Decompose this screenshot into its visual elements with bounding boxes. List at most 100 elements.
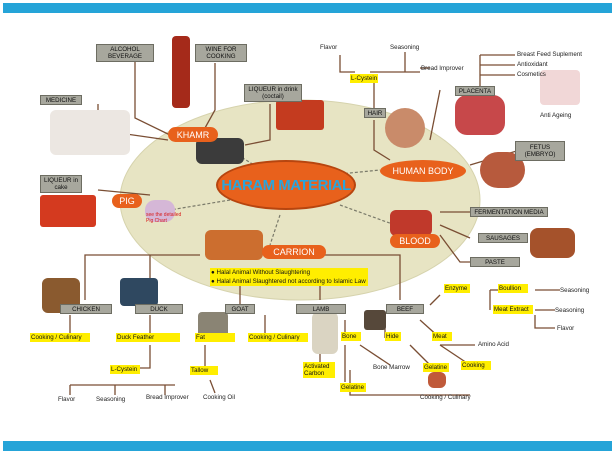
chicken-box: CHICKEN (60, 304, 112, 314)
lamb-gelatine: Gelatine (340, 383, 366, 392)
chain-pig (169, 199, 231, 211)
img-liqueur-cake (40, 195, 96, 227)
goat-cooking: Cooking / Culinary (248, 333, 308, 342)
beef-box: BEEF (386, 304, 424, 314)
center-title: HARAM MATERIAL (221, 176, 351, 194)
line-liqueur (244, 104, 271, 146)
goat-fat: Fat (195, 333, 235, 342)
line-flavor2 (534, 315, 555, 329)
bottom-frame-bar (3, 441, 612, 451)
hair-box: HAIR (364, 108, 386, 118)
carrion-node: CARRION (262, 245, 326, 259)
line-cooking-culinary (349, 370, 470, 396)
beef-enzyme: Enzyme (444, 284, 470, 293)
placenta-box: PLACENTA (455, 86, 495, 96)
beef-seasoning-1: Seasoning (560, 287, 590, 294)
blood-label: BLOOD (399, 236, 431, 246)
lamb-bone: Bone (341, 332, 361, 341)
img-duck (120, 278, 158, 306)
blood-node: BLOOD (390, 234, 440, 248)
line-flavor (339, 55, 355, 73)
line-carrion-right (300, 254, 401, 300)
line-paste (439, 234, 470, 263)
img-placenta-pic (455, 95, 505, 135)
img-blood (390, 210, 432, 236)
beef-amino-acid: Amino Acid (478, 341, 509, 348)
img-pig (145, 200, 175, 222)
duck-box: DUCK (135, 304, 183, 314)
beef-hide: Hide (385, 332, 401, 341)
human-body-label: HUMAN BODY (392, 166, 454, 176)
lamb-box: LAMB (296, 304, 346, 314)
carrion-note-2: ● Halal Animal Slaughtered not according… (210, 277, 368, 286)
img-beef (364, 310, 386, 330)
lamb-bone-marrow: Bone Marrow (373, 364, 410, 371)
img-hair (385, 108, 425, 148)
chain-human (329, 169, 381, 176)
medicine-box: MEDICINE (40, 95, 82, 105)
beef-flavor: Flavor (557, 325, 575, 332)
sausages-box: SAUSAGES (478, 233, 528, 243)
img-khamr-center (196, 138, 244, 164)
img-lamb (312, 312, 338, 354)
pig-chart-note: see the detailed Pig Chart (146, 212, 182, 224)
goat-tallow: Tallow (190, 366, 218, 375)
duck-flavor: Flavor (58, 396, 76, 403)
liqueur-drink-box: LIQUEUR in drink (coctail) (244, 84, 302, 102)
carrion-label: CARRION (273, 247, 315, 257)
khamr-label: KHAMR (176, 129, 210, 140)
alcohol-beverage-box: ALCOHOL BEVERAGE (96, 44, 154, 62)
hair-lcystein: L-Cystein (350, 74, 379, 83)
img-sausages (530, 228, 575, 258)
line-duck-lcys (140, 345, 151, 369)
bullet-icon: ● (211, 269, 215, 276)
beef-meat: Meat (432, 332, 452, 341)
line-alcohol (134, 61, 171, 136)
fermentation-box: FERMENTATION MEDIA (470, 207, 548, 217)
line-sausage (439, 224, 471, 239)
liqueur-cake-box: LIQUEUR in cake (40, 175, 82, 193)
placenta-anti-ageing: Anti Ageing (540, 112, 572, 119)
beef-seasoning-2: Seasoning (555, 307, 585, 314)
line-placenta (429, 89, 441, 141)
line-hair (373, 120, 391, 161)
beef-boullion: Boullion (498, 284, 528, 293)
line-enzyme (429, 294, 441, 306)
line-carrion-left (84, 254, 200, 300)
duck-feather: Duck Feather (116, 333, 180, 342)
human-body-node: HUMAN BODY (380, 160, 466, 182)
goat-cooking-oil: Cooking Oil (203, 394, 235, 401)
lamb-activated-carbon: Activated Carbon (303, 362, 335, 378)
duck-lcystein: L-Cystein (110, 365, 140, 374)
haram-material-node: HARAM MATERIAL (216, 160, 356, 210)
beef-cooking: Cooking (461, 361, 491, 370)
paste-box: PASTE (470, 257, 520, 267)
img-liqueur-drink (276, 100, 324, 130)
fetus-box: FETUS (EMBRYO) (515, 141, 565, 161)
img-carrion (205, 230, 263, 260)
beef-meat-extract: Meat Extract (493, 305, 533, 314)
hair-seasoning: Seasoning (390, 44, 420, 51)
pig-label: PIG (119, 196, 135, 206)
line-liqueur-cake (97, 189, 151, 196)
duck-bread-improver: Bread Improver (146, 394, 189, 401)
bullet-icon: ● (211, 278, 215, 285)
hair-flavor: Flavor (320, 44, 338, 51)
img-goat (198, 312, 228, 338)
img-alcohol-bottle (172, 36, 190, 108)
duck-seasoning: Seasoning (96, 396, 126, 403)
placenta-antioxidant: Antioxidant (517, 61, 548, 68)
line-goat-oil (209, 379, 216, 394)
placenta-cosmetics: Cosmetics (517, 71, 546, 78)
lamb-cooking-culinary: Cooking / Culinary (420, 394, 471, 401)
top-frame-bar (3, 3, 612, 13)
img-cosmetics (540, 70, 580, 105)
img-fetus (480, 152, 525, 188)
chicken-cooking: Cooking / Culinary (30, 333, 90, 342)
img-medicine (50, 110, 130, 155)
line-wine (204, 63, 216, 129)
beef-gelatine: Gelatine (423, 363, 449, 372)
pig-node: PIG (112, 194, 142, 208)
